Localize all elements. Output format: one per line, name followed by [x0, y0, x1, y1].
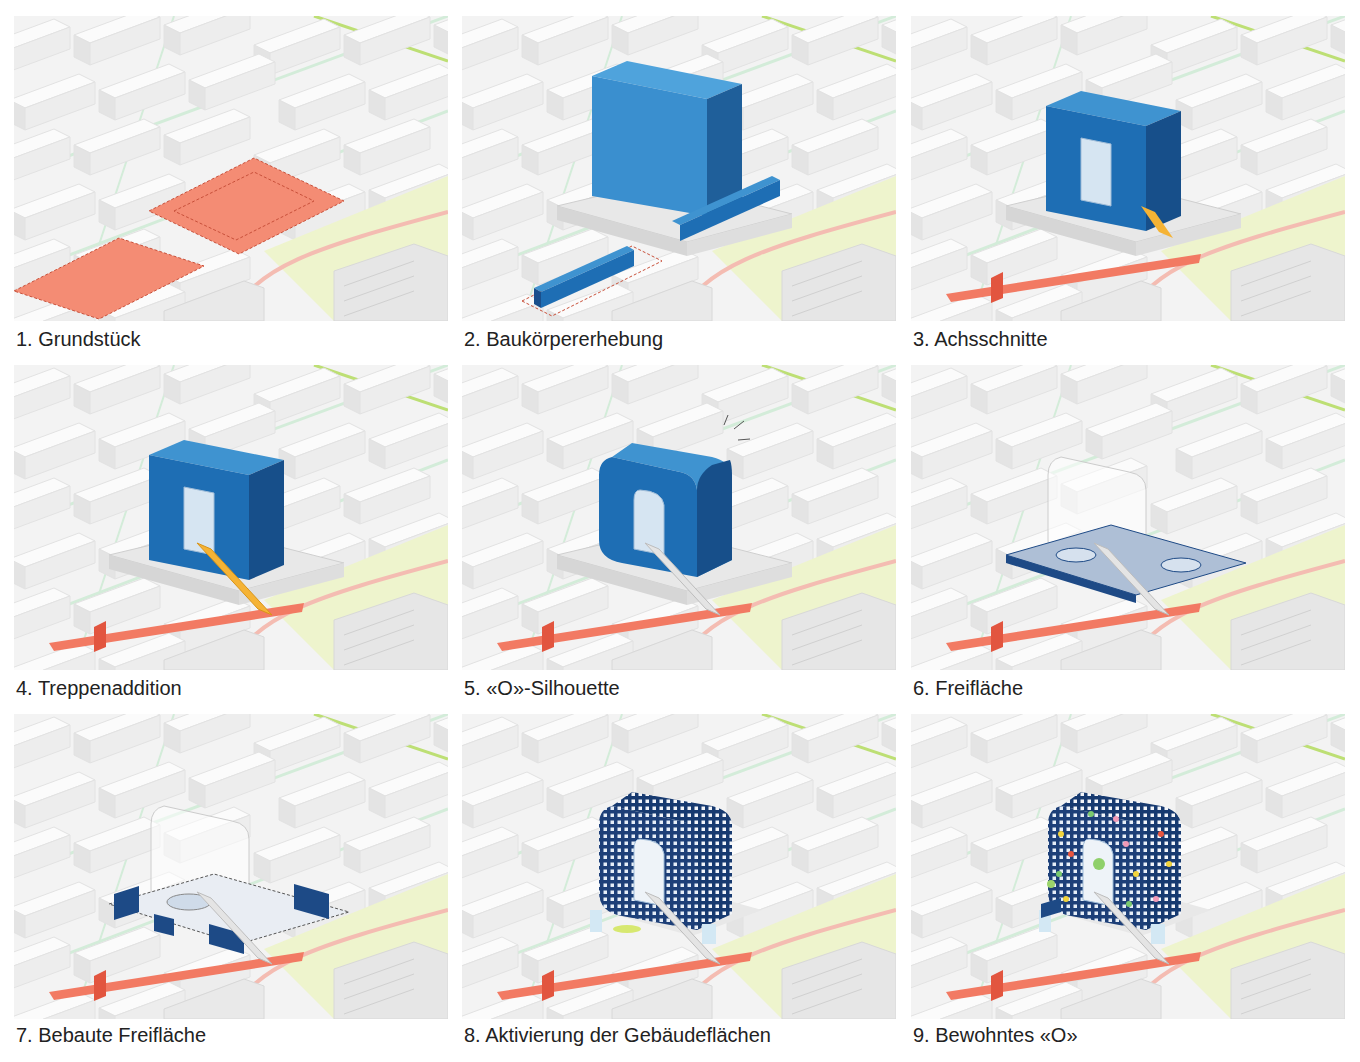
panel-caption: 2. Baukörpererhebung — [464, 327, 663, 351]
panel-5 — [432, 348, 968, 699]
panel-4 — [0, 348, 520, 699]
panel-caption: 8. Aktivierung der Gebäudeflächen — [464, 1023, 771, 1047]
panel-caption: 9. Bewohntes «O» — [913, 1023, 1078, 1047]
panel-caption: 3. Achsschnitte — [913, 327, 1048, 351]
panel-6 — [881, 348, 1360, 699]
panel-caption: 7. Bebaute Freifläche — [16, 1023, 206, 1047]
panel-8 — [432, 697, 968, 1048]
panel-caption: 6. Freifläche — [913, 676, 1023, 700]
panel-2 — [432, 0, 968, 350]
panel-9 — [881, 697, 1360, 1048]
panel-7 — [0, 697, 520, 1048]
panel-caption: 5. «O»-Silhouette — [464, 676, 620, 700]
panel-caption: 4. Treppenaddition — [16, 676, 182, 700]
panel-3 — [881, 0, 1360, 350]
panel-1 — [0, 0, 520, 350]
panel-caption: 1. Grundstück — [16, 327, 141, 351]
